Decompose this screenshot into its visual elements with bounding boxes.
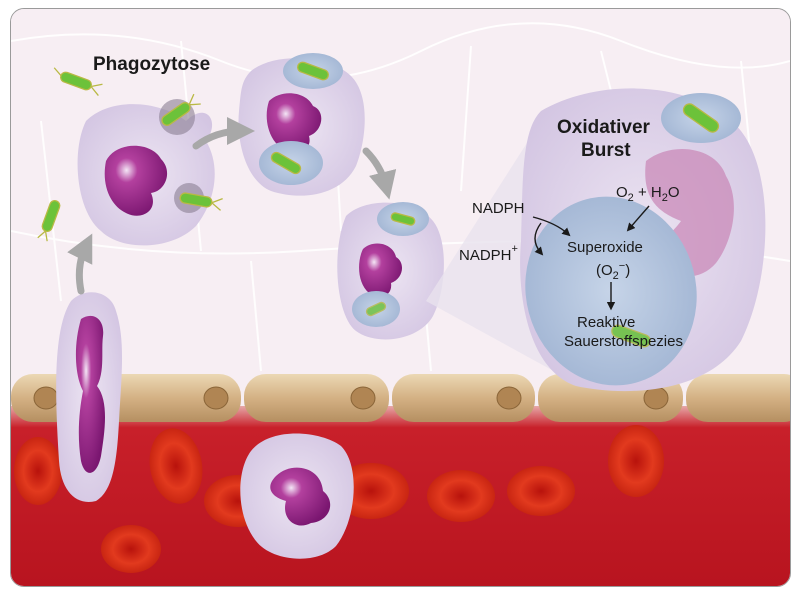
endothelial-cell [686,374,790,422]
migration-arrow [67,233,93,295]
step-arrow [362,147,397,200]
superoxide-label: Superoxide [567,239,643,256]
red-blood-cell [101,525,161,573]
reaction-arrows [532,205,650,311]
phagocyte-digesting [337,202,444,340]
endothelial-cell [392,374,535,422]
reactive-label-line2: Sauerstoffspezies [564,333,683,350]
oxidative-burst-diagram: Phagozytose Oxidativer Burst NADPH NADPH… [11,9,790,586]
endothelial-cell [244,374,389,422]
neutrophil-in-blood [240,433,354,559]
phagocytosis-label: Phagozytose [93,54,210,75]
transmigrating-neutrophil [56,292,123,502]
nucleus [75,315,105,473]
illustration-frame: Phagozytose Oxidativer Burst NADPH NADPH… [10,8,791,587]
phagocyte-engulfing [77,99,215,246]
oxygen-arrow [626,205,650,232]
nadph-oxidation-arrow [534,222,544,256]
o2-h2o-label: O2 + H2O [616,184,680,204]
red-blood-cell [507,466,575,516]
red-blood-cell [149,428,203,504]
nadph-plus-label: NADPH+ [459,243,518,264]
step-arrow [192,117,255,150]
nadph-label: NADPH [472,200,525,217]
nadph-to-superoxide-arrow [532,216,571,237]
nucleus [266,93,322,153]
red-blood-cell [14,437,62,505]
red-blood-cell [608,425,664,497]
magnified-phagocyte [426,88,766,392]
nucleus [359,243,403,297]
bacteria [37,61,720,348]
nucleus [104,145,168,216]
red-blood-cell [427,470,495,522]
endothelial-cell [91,374,241,422]
superoxide-formula: (O2−) [596,260,630,282]
burst-label-line1: Oxidativer [557,117,651,138]
process-arrows [67,117,397,295]
red-blood-cells [14,425,664,573]
phagocyte-with-phagosomes [238,53,365,196]
nucleus [270,467,331,526]
burst-label-line2: Burst [581,140,631,161]
reactive-label-line1: Reaktive [577,314,635,331]
